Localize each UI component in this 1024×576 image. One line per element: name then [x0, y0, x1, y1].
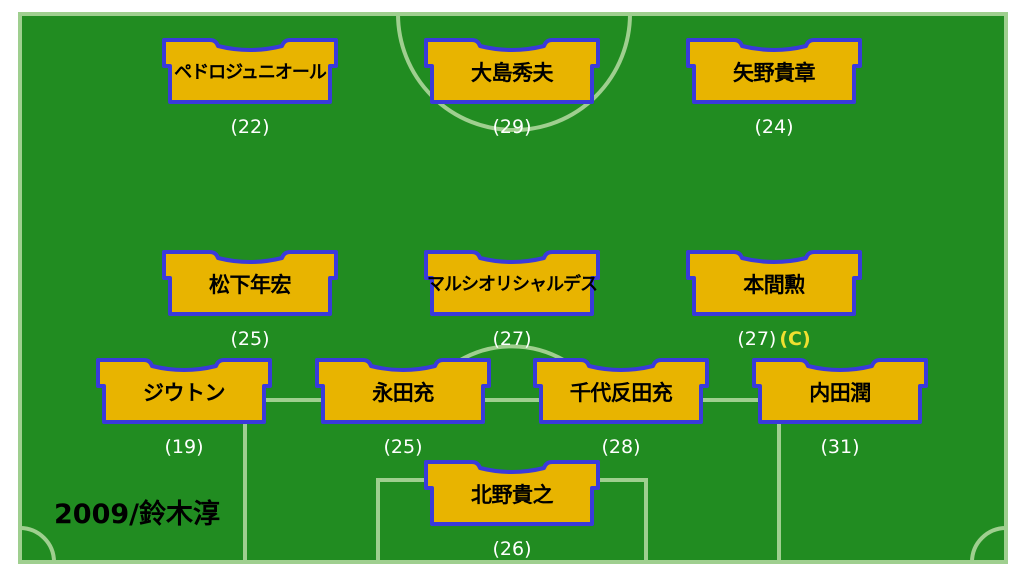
- player-number: (24): [754, 116, 794, 138]
- player-name: マルシオリシャルデス: [427, 274, 598, 295]
- corner-arc-right: [970, 526, 1007, 563]
- player-name: 本間勲: [743, 273, 805, 297]
- player-number: (27): [737, 328, 777, 350]
- player-number: (28): [601, 436, 641, 458]
- player-fw-left: ペドロジュニオール (22): [160, 36, 340, 146]
- player-number: (31): [820, 436, 860, 458]
- player-df-rb: 内田潤 (31): [750, 356, 930, 466]
- player-fw-right: 矢野貴章 (24): [684, 36, 864, 146]
- player-number: (25): [230, 328, 270, 350]
- penalty-area: [243, 398, 781, 562]
- player-number-row: (27)(C): [684, 328, 864, 350]
- player-number: (22): [230, 116, 270, 138]
- center-circle: [396, 13, 632, 132]
- player-fw-center: 大島秀夫 (29): [422, 36, 602, 146]
- player-gk: 北野貴之 (26): [422, 458, 602, 568]
- player-mf-left: 松下年宏 (25): [160, 248, 340, 358]
- player-number: (25): [383, 436, 423, 458]
- player-name: 内田潤: [809, 381, 871, 405]
- player-name: 松下年宏: [209, 273, 292, 297]
- player-name: 矢野貴章: [733, 61, 816, 85]
- player-name: 永田充: [372, 381, 434, 405]
- player-number: (26): [492, 538, 532, 560]
- player-df-lb: ジウトン (19): [94, 356, 274, 466]
- player-mf-right: 本間勲 (27)(C): [684, 248, 864, 358]
- player-name: ジウトン: [143, 381, 226, 405]
- player-mf-center: マルシオリシャルデス (27): [422, 248, 602, 358]
- corner-arc-left: [19, 526, 56, 563]
- player-number: (19): [164, 436, 204, 458]
- player-df-rcb: 千代反田充 (28): [531, 356, 711, 466]
- player-name: ペドロジュニオール: [174, 62, 327, 83]
- player-name: 大島秀夫: [471, 61, 554, 85]
- player-name: 北野貴之: [471, 483, 554, 507]
- captain-badge: (C): [779, 328, 811, 350]
- player-number: (27): [492, 328, 532, 350]
- player-df-lcb: 永田充 (25): [313, 356, 493, 466]
- season-coach-caption: 2009/鈴木淳: [54, 499, 221, 530]
- player-number: (29): [492, 116, 532, 138]
- player-name: 千代反田充: [569, 381, 673, 405]
